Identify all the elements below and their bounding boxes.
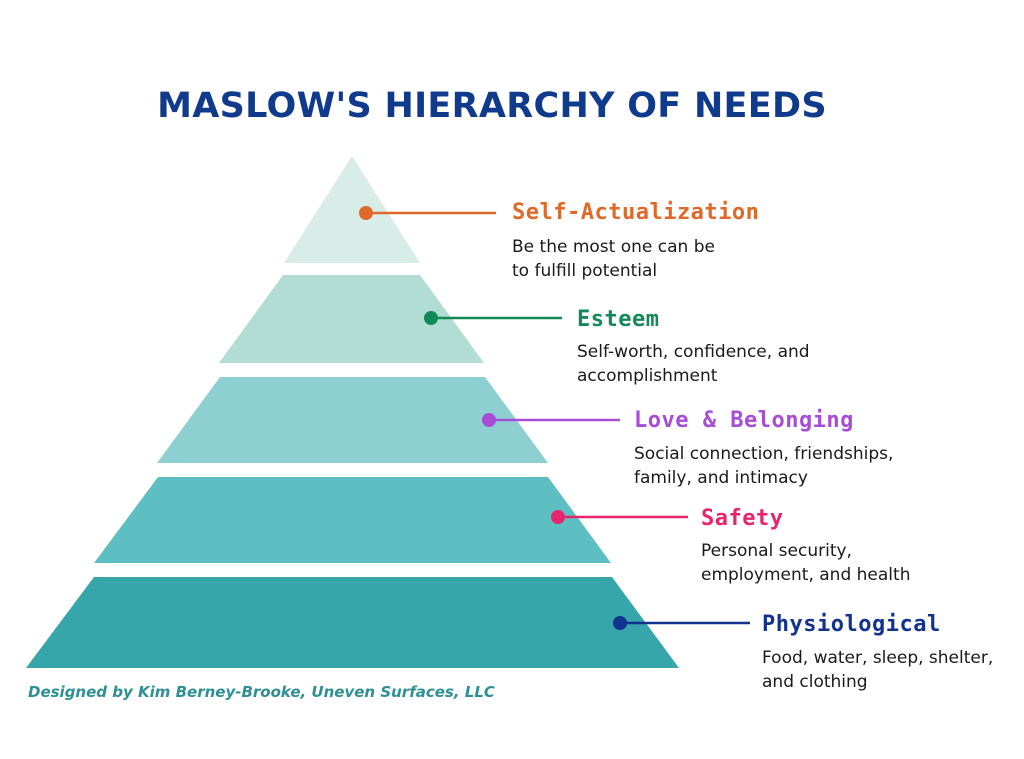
tier-love-belonging — [157, 377, 548, 463]
description-line: accomplishment — [577, 366, 718, 386]
description-line: employment, and health — [701, 565, 911, 585]
designer-credit: Designed by Kim Berney-Brooke, Uneven Su… — [28, 683, 495, 701]
description-line: Social connection, friendships, — [634, 444, 894, 464]
level-description-physiological: Food, water, sleep, shelter, and clothin… — [762, 646, 993, 694]
tier-esteem — [219, 275, 484, 363]
level-name-safety: Safety — [701, 506, 784, 531]
description-line: to fulfill potential — [512, 261, 658, 281]
description-line: Self-worth, confidence, and — [577, 342, 810, 362]
page-title: MASLOW'S HIERARCHY OF NEEDS — [157, 86, 827, 126]
level-description-self-actualization: Be the most one can be to fulfill potent… — [512, 235, 715, 283]
description-line: and clothing — [762, 672, 868, 692]
level-name-esteem: Esteem — [577, 307, 660, 332]
description-line: Food, water, sleep, shelter, — [762, 648, 994, 668]
description-line: Be the most one can be — [512, 237, 715, 257]
connector-dot-love-belonging — [482, 413, 496, 427]
tier-safety — [94, 477, 611, 563]
level-description-safety: Personal security, employment, and healt… — [701, 539, 910, 587]
connector-dot-esteem — [424, 311, 438, 325]
level-name-self-actualization: Self-Actualization — [512, 200, 760, 225]
tier-physiological — [26, 577, 679, 668]
description-line: family, and intimacy — [634, 468, 808, 488]
level-description-esteem: Self-worth, confidence, and accomplishme… — [577, 340, 810, 388]
tier-self-actualization — [284, 156, 420, 263]
connector-dot-physiological — [613, 616, 627, 630]
level-name-physiological: Physiological — [762, 612, 941, 637]
connector-dot-safety — [551, 510, 565, 524]
description-line: Personal security, — [701, 541, 852, 561]
level-name-love-belonging: Love & Belonging — [634, 408, 854, 433]
connector-dot-self-actualization — [359, 206, 373, 220]
level-description-love-belonging: Social connection, friendships, family, … — [634, 442, 893, 490]
